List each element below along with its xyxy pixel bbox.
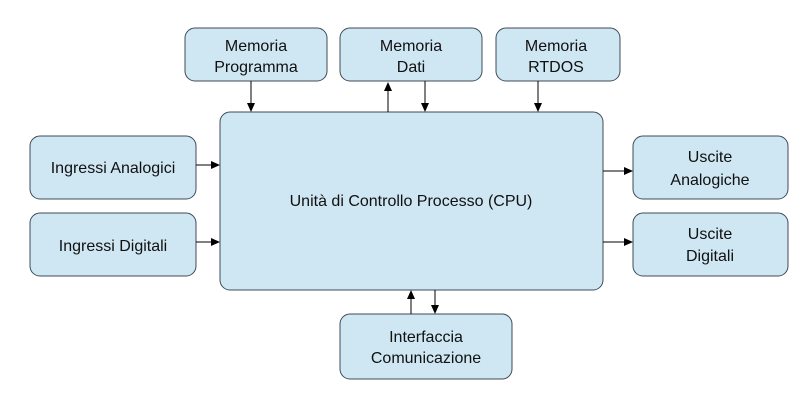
block-memoria-rtdos-line-1: Memoria <box>525 38 587 55</box>
block-memoria-programma-line-2: Programma <box>214 59 298 76</box>
block-uscite-analogiche: Uscite Analogiche <box>632 135 789 200</box>
arrow-cpu-to-uscite-analogiche <box>603 167 633 175</box>
block-cpu-label: Unità di Controllo Processo (CPU) <box>290 193 533 210</box>
block-memoria-dati-line-2: Dati <box>397 59 425 76</box>
block-ingressi-digitali: Ingressi Digitali <box>29 212 197 277</box>
arrow-memoria-programma-to-cpu <box>247 81 255 112</box>
arrow-cpu-to-memoria-dati <box>384 82 392 112</box>
block-interfaccia-comunicazione: Interfaccia Comunicazione <box>339 313 513 380</box>
block-memoria-dati: Memoria Dati <box>339 27 483 82</box>
block-ingressi-digitali-label: Ingressi Digitali <box>59 238 167 255</box>
block-interfaccia-comunicazione-line-2: Comunicazione <box>371 350 481 367</box>
block-interfaccia-comunicazione-line-1: Interfaccia <box>389 329 463 346</box>
arrow-ingressi-digitali-to-cpu <box>196 238 220 246</box>
block-uscite-digitali-line-2: Digitali <box>686 248 734 265</box>
arrow-ingressi-analogici-to-cpu <box>196 161 220 169</box>
block-cpu: Unità di Controllo Processo (CPU) <box>219 111 604 291</box>
arrow-cpu-to-uscite-digitali <box>603 238 633 246</box>
arrow-memoria-rtdos-to-cpu <box>534 81 542 112</box>
block-memoria-rtdos-line-2: RTDOS <box>528 59 584 76</box>
block-uscite-digitali-line-1: Uscite <box>688 226 733 243</box>
block-memoria-dati-line-1: Memoria <box>380 38 442 55</box>
block-ingressi-analogici: Ingressi Analogici <box>29 135 197 200</box>
block-memoria-programma-line-1: Memoria <box>225 38 287 55</box>
block-uscite-analogiche-line-2: Analogiche <box>670 172 749 189</box>
block-memoria-rtdos: Memoria RTDOS <box>495 27 621 82</box>
block-uscite-analogiche-line-1: Uscite <box>688 149 733 166</box>
block-uscite-digitali: Uscite Digitali <box>632 212 789 277</box>
block-memoria-programma: Memoria Programma <box>184 27 328 82</box>
arrow-interfaccia-to-cpu <box>407 290 415 314</box>
arrow-memoria-dati-to-cpu <box>421 81 429 112</box>
block-ingressi-analogici-label: Ingressi Analogici <box>51 160 176 177</box>
arrow-cpu-to-interfaccia <box>431 290 439 314</box>
